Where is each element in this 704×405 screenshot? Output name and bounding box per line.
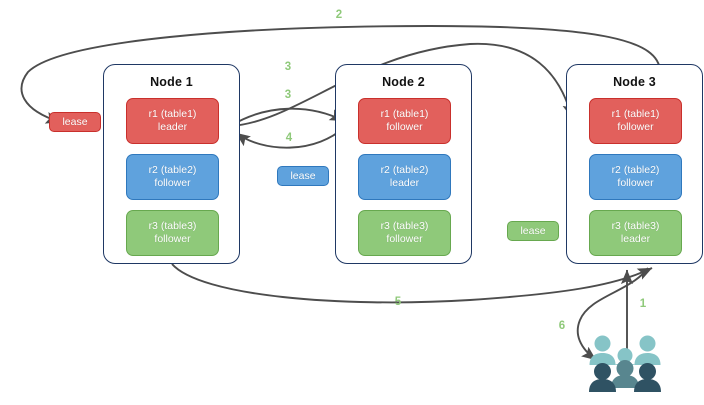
replica-box-r2[interactable]: r2 (table2) follower [126,154,219,200]
step-label-4: 4 [285,132,293,144]
replica-label-line1: r2 (table2) [380,164,429,176]
node-title: Node 3 [613,75,656,89]
lease-badge-green[interactable]: lease [507,221,559,241]
replica-box-r2[interactable]: r2 (table2) follower [589,154,682,200]
replica-box-r2[interactable]: r2 (table2) leader [358,154,451,200]
replica-role: follower [386,233,423,245]
replica-role: follower [617,121,654,133]
replica-role: leader [389,177,420,189]
person-front-left [589,363,616,392]
lease-badge-blue[interactable]: lease [277,166,329,186]
lease-label: lease [290,170,316,182]
replica-box-r3[interactable]: r3 (table3) leader [589,210,682,256]
replica-label-line1: r3 (table3) [148,220,197,232]
node-container-3[interactable]: Node 3 r1 (table1) follower r2 (table2) … [566,64,703,264]
replica-label-line1: r3 (table3) [611,220,660,232]
replica-box-r3[interactable]: r3 (table3) follower [126,210,219,256]
replica-role: leader [620,233,651,245]
replica-role: follower [617,177,654,189]
people-group-icon [589,335,661,392]
node-container-1[interactable]: Node 1 r1 (table1) leader r2 (table2) fo… [103,64,240,264]
replica-label-line1: r1 (table1) [380,108,429,120]
lease-badge-red[interactable]: lease [49,112,101,132]
person-front-right [634,363,661,392]
node-title: Node 1 [150,75,193,89]
replica-role: follower [386,121,423,133]
replica-label-line1: r2 (table2) [148,164,197,176]
person-front-center [611,360,639,388]
arrow-2-path [20,25,661,124]
person-back-right [634,335,661,365]
arrow-6-path [576,267,649,361]
step-label-3-upper: 3 [284,61,292,73]
step-label-5: 5 [394,296,402,308]
replica-label-line1: r2 (table2) [611,164,660,176]
replica-label-line1: r1 (table1) [148,108,197,120]
step-label-6: 6 [558,320,566,332]
lease-label: lease [520,225,546,237]
step-label-1: 1 [639,298,647,310]
node-title: Node 2 [382,75,425,89]
replica-box-r1[interactable]: r1 (table1) leader [126,98,219,144]
person-back-left [589,335,616,365]
replica-role: follower [154,177,191,189]
replica-role: leader [157,121,188,133]
replica-box-r1[interactable]: r1 (table1) follower [358,98,451,144]
lease-label: lease [62,116,88,128]
replica-label-line1: r3 (table3) [380,220,429,232]
node-container-2[interactable]: Node 2 r1 (table1) follower r2 (table2) … [335,64,472,264]
replica-box-r3[interactable]: r3 (table3) follower [358,210,451,256]
replica-role: follower [154,233,191,245]
arrow-5-path [171,263,653,304]
arrow-3-lower-path [231,107,345,126]
step-label-3-lower: 3 [284,89,292,101]
replica-box-r1[interactable]: r1 (table1) follower [589,98,682,144]
replica-label-line1: r1 (table1) [611,108,660,120]
step-label-2: 2 [335,9,343,21]
